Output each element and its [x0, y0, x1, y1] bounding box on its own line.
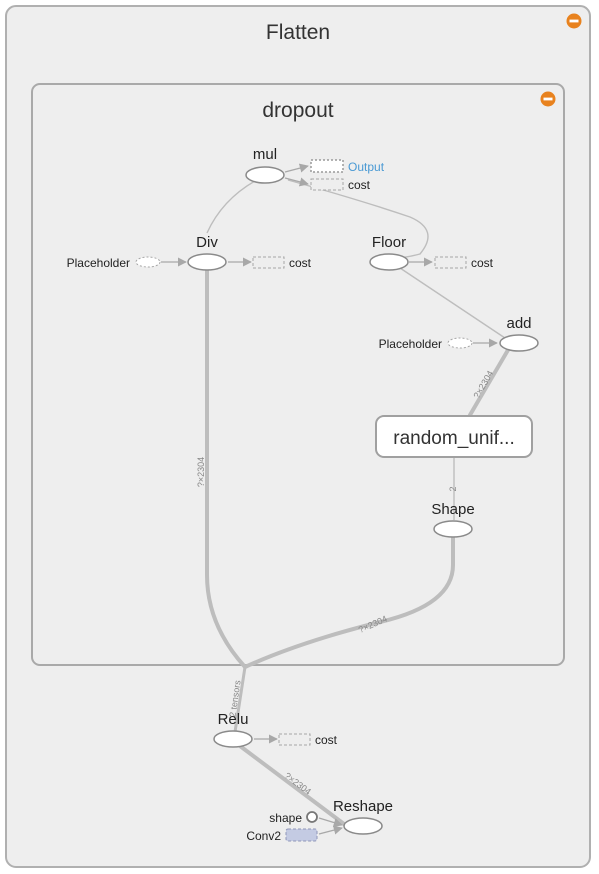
aux-conv2[interactable]: Conv2	[246, 828, 318, 843]
node-floor[interactable]: Floor	[369, 234, 409, 271]
node-label-reshape: Reshape	[333, 798, 393, 815]
edge-div-merge	[205, 268, 247, 669]
edge-conv2-reshape	[318, 825, 343, 835]
node-label-random-uniform: random_unif...	[393, 428, 514, 449]
aux-label-relu-cost: cost	[315, 733, 338, 747]
node-reshape[interactable]: Reshape	[333, 798, 393, 835]
node-mul[interactable]: mul	[245, 146, 285, 184]
thick-edges	[205, 268, 510, 832]
node-label-relu: Relu	[218, 711, 249, 728]
aux-label-floor-cost: cost	[471, 256, 494, 270]
dropout-group[interactable]: dropout	[31, 83, 565, 666]
edge-label-shape-in: 2	[448, 486, 458, 491]
aux-add-placeholder[interactable]: Placeholder	[379, 337, 473, 351]
edge-merge-relu	[233, 665, 247, 734]
edge-label-div-in: ?×2304	[196, 457, 206, 487]
arrow-edges	[161, 163, 498, 835]
aux-shape-const[interactable]: shape	[269, 811, 318, 825]
node-label-div: Div	[196, 234, 218, 251]
edge-mul-cost	[284, 177, 309, 187]
edge-floor-mul	[287, 179, 429, 259]
dropout-title: dropout	[262, 99, 333, 122]
node-label-floor: Floor	[372, 234, 406, 251]
node-random-uniform[interactable]: random_unif...	[375, 415, 533, 458]
aux-output[interactable]: Output	[310, 159, 385, 174]
thin-edges	[206, 179, 506, 520]
aux-label-mul-cost: cost	[348, 178, 371, 192]
aux-label-div-placeholder: Placeholder	[67, 256, 130, 270]
aux-relu-cost[interactable]: cost	[278, 733, 338, 747]
aux-div-placeholder[interactable]: Placeholder	[67, 256, 161, 270]
node-relu[interactable]: Relu	[213, 711, 253, 748]
flatten-title: Flatten	[266, 21, 330, 44]
node-label-add: add	[506, 315, 531, 332]
aux-floor-cost[interactable]: cost	[434, 256, 494, 270]
edge-shape-merge	[243, 536, 455, 669]
aux-label-div-cost: cost	[289, 256, 312, 270]
node-label-mul: mul	[253, 146, 277, 163]
edge-mul-output	[284, 163, 309, 173]
node-add[interactable]: add	[499, 315, 539, 352]
aux-div-cost[interactable]: cost	[252, 256, 312, 270]
edge-random-add	[468, 348, 510, 417]
node-div[interactable]: Div	[187, 234, 227, 271]
minus-circle-icon[interactable]	[566, 13, 582, 29]
aux-label-output: Output	[348, 160, 385, 174]
edge-div-mul	[206, 180, 256, 234]
node-label-shape: Shape	[431, 501, 474, 518]
edge-shape-reshape	[318, 817, 343, 827]
aux-mul-cost[interactable]: cost	[310, 178, 371, 192]
aux-label-shape-const: shape	[269, 811, 302, 825]
aux-label-add-placeholder: Placeholder	[379, 337, 442, 351]
minus-circle-icon[interactable]	[540, 91, 556, 107]
edge-relu-reshape	[238, 744, 354, 832]
aux-label-conv2: Conv2	[246, 829, 281, 843]
node-shape[interactable]: Shape	[431, 501, 475, 538]
edge-floor-add	[399, 267, 506, 339]
